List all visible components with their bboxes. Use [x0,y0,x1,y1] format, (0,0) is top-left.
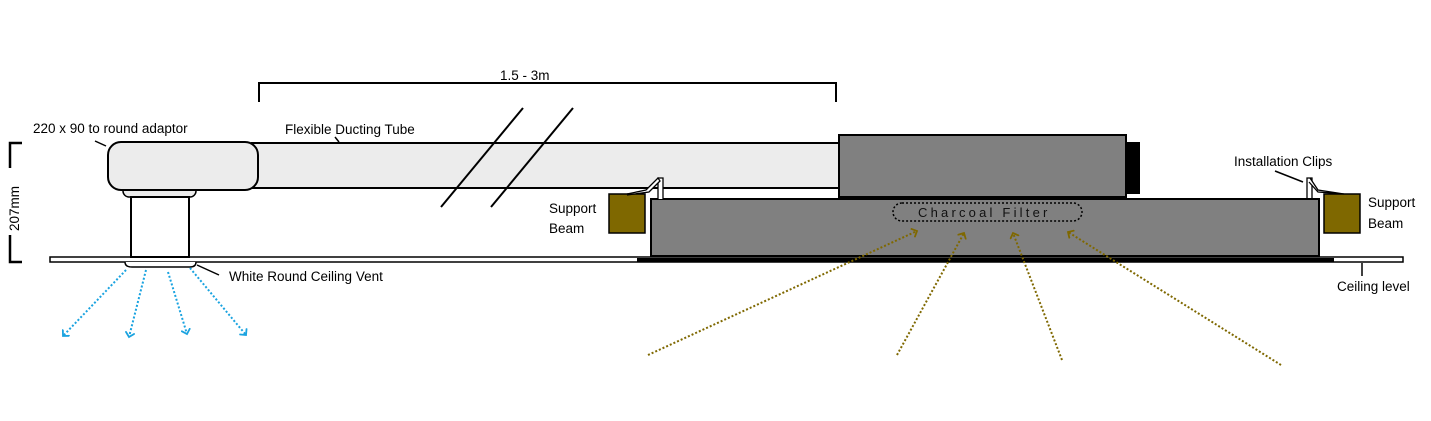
outflow-arrow [189,267,246,335]
charcoal-filter-outline [892,202,1083,222]
support-beam-right-label-line1: Support [1368,195,1416,210]
intake-arrow [1068,232,1282,366]
vent-pipe [130,196,190,258]
ducting-tube-label: Flexible Ducting Tube [285,122,415,137]
outflow-arrow [167,271,187,334]
support-beam-left-label-line2: Beam [549,221,584,236]
ceiling-vent-label: White Round Ceiling Vent [229,269,383,284]
installation-clip-right [1306,177,1345,198]
round-adaptor [107,141,259,191]
height-dimension-bracket [8,141,22,264]
outflow-arrow [63,269,127,336]
support-beam-right [1323,193,1361,234]
support-beam-left [608,193,646,234]
charcoal-filter-label: Charcoal Filter [918,205,1051,220]
intake-arrow [647,231,917,356]
filter-body [650,198,1320,257]
filter-ceiling-trim [637,258,1334,262]
fan-housing [838,134,1127,198]
installation-clip-left [626,176,664,199]
intake-arrows [647,231,1282,366]
ceiling-level-label: Ceiling level [1337,279,1410,294]
support-beam-right-label-line2: Beam [1368,216,1403,231]
support-beam-left-label-line1: Support [549,201,597,216]
intake-arrow [896,233,964,356]
flexible-ducting-tube [251,142,841,189]
intake-arrow [1013,233,1063,361]
installation-clips-label: Installation Clips [1234,154,1333,169]
adaptor-label: 220 x 90 to round adaptor [33,121,188,136]
length-break-marks [440,107,574,208]
length-dimension-label: 1.5 - 3m [500,68,550,83]
outflow-arrows [63,267,246,337]
length-dimension-bracket [258,82,837,102]
outflow-arrow [129,269,147,337]
height-dimension-label: 207mm [7,186,22,231]
ceiling-vent [124,261,197,268]
fan-outlet-cap [1126,142,1140,194]
